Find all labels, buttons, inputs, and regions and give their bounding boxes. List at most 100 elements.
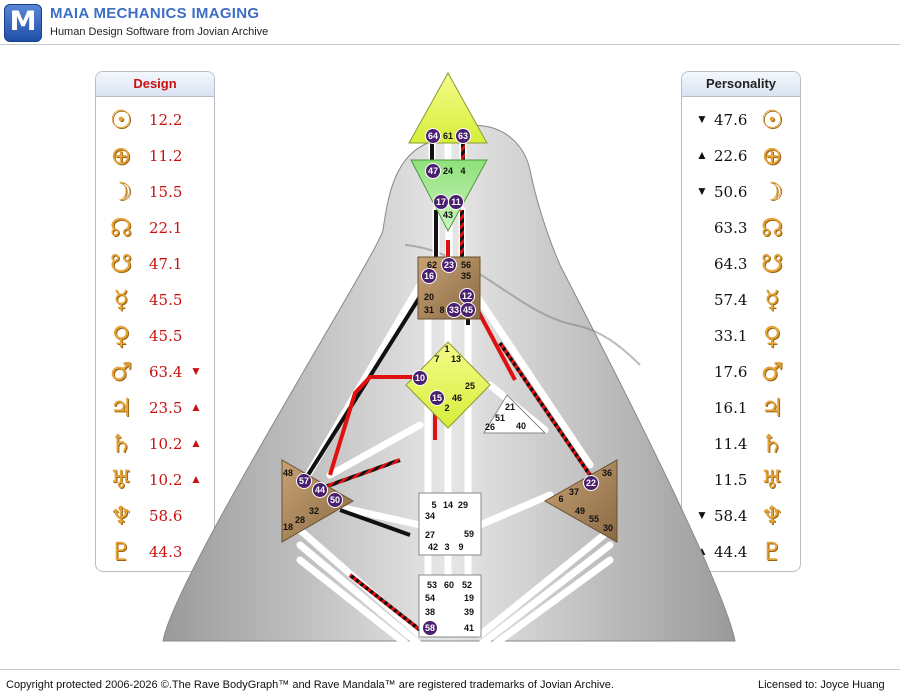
design-row: ♅ 10.2 ▲: [96, 463, 214, 499]
gate-35: 35: [461, 271, 471, 281]
design-value: 12.2: [149, 111, 183, 129]
gate-19: 19: [464, 593, 474, 603]
personality-value: 50.6: [714, 183, 748, 201]
gate-24: 24: [443, 166, 453, 176]
gate-7: 7: [434, 354, 439, 364]
gate-31: 31: [424, 305, 434, 315]
design-value: 22.1: [149, 219, 183, 237]
gate-32: 32: [309, 506, 319, 516]
gate-56: 56: [461, 260, 471, 270]
personality-row: ♅ 11.5: [682, 463, 800, 499]
earth-icon: ⊕: [110, 141, 132, 170]
personality-value: 47.6: [714, 111, 748, 129]
app-title: MAIA MECHANICS IMAGING: [50, 5, 260, 22]
gate-50: 50: [330, 495, 340, 505]
neptune-icon: ♆: [760, 501, 784, 530]
design-value: 45.5: [149, 291, 183, 309]
gate-37: 37: [569, 487, 579, 497]
personality-row: ⊕22.6▲: [682, 139, 800, 175]
design-panel-title: Design: [96, 72, 214, 97]
active-gate-marker: [455, 128, 471, 144]
moon-icon: ☽: [760, 177, 784, 206]
personality-value: 44.4: [714, 543, 748, 561]
gate-53: 53: [427, 580, 437, 590]
saturn-icon: ♄: [109, 429, 133, 458]
detriment-arrow-icon: ▼: [190, 364, 202, 378]
license-text: Licensed to: Joyce Huang: [758, 679, 885, 691]
venus-icon: ♀: [762, 321, 782, 350]
exalted-arrow-icon: ▲: [190, 472, 202, 486]
personality-row: ♇ 44.4 ▲: [682, 535, 800, 571]
head-center: [408, 71, 488, 144]
gate-2: 2: [444, 403, 449, 413]
gate-1: 1: [444, 344, 449, 354]
personality-panel: Personality ☉47.6▼⊕22.6▲☽50.6▼☊63.3☋64.3…: [681, 71, 801, 572]
active-gate-marker: [412, 370, 428, 386]
footer: Copyright protected 2006-2026 ©.The Rave…: [0, 669, 900, 700]
gate-48: 48: [283, 468, 293, 478]
gate-34: 34: [425, 511, 435, 521]
north-node-icon: ☊: [760, 213, 784, 242]
gate-11: 11: [451, 197, 461, 207]
personality-value: 11.4: [714, 435, 748, 453]
detriment-arrow-icon: ▼: [696, 112, 708, 126]
design-row: ♆ 58.6: [96, 499, 214, 535]
design-row: ♇ 44.3: [96, 535, 214, 571]
exalted-arrow-icon: ▲: [696, 544, 708, 558]
personality-row: ♃16.1: [682, 391, 800, 427]
personality-row: ♆ 58.4 ▼: [682, 499, 800, 535]
pluto-icon: ♇: [760, 537, 784, 566]
pluto-icon: ♇: [109, 537, 133, 566]
gate-38: 38: [425, 607, 435, 617]
exalted-arrow-icon: ▲: [696, 148, 708, 162]
personality-row: ♄11.4: [682, 427, 800, 463]
gate-63: 63: [458, 131, 468, 141]
design-value: 10.2: [149, 471, 183, 489]
south-node-icon: ☋: [109, 249, 133, 278]
active-gate-marker: [448, 194, 464, 210]
personality-row: ☿57.4: [682, 283, 800, 319]
design-row: ☊22.1: [96, 211, 214, 247]
gate-3: 3: [444, 542, 449, 552]
design-row: ☽15.5: [96, 175, 214, 211]
personality-row: ♀33.1: [682, 319, 800, 355]
active-gate-marker: [441, 257, 457, 273]
gate-13: 13: [451, 354, 461, 364]
gate-33: 33: [449, 305, 459, 315]
personality-value: 11.5: [714, 471, 748, 489]
active-gate-marker: [583, 475, 599, 491]
gate-62: 62: [427, 260, 437, 270]
sacral-center: [418, 492, 482, 556]
app-subtitle: Human Design Software from Jovian Archiv…: [50, 26, 269, 38]
personality-value: 58.4: [714, 507, 748, 525]
detriment-arrow-icon: ▼: [696, 508, 708, 522]
mercury-icon: ☿: [764, 285, 780, 314]
gate-64: 64: [428, 131, 438, 141]
personality-row: ☋64.3: [682, 247, 800, 283]
design-value: 11.2: [149, 147, 183, 165]
personality-row: ☽50.6▼: [682, 175, 800, 211]
design-value: 58.6: [149, 507, 183, 525]
design-row: ☿45.5: [96, 283, 214, 319]
active-gate-marker: [312, 482, 328, 498]
gate-59: 59: [464, 529, 474, 539]
personality-panel-title: Personality: [682, 72, 800, 97]
active-gate-marker: [460, 302, 476, 318]
active-gate-marker: [425, 163, 441, 179]
uranus-icon: ♅: [109, 465, 133, 494]
design-value: 44.3: [149, 543, 183, 561]
gate-23: 23: [444, 260, 454, 270]
neptune-icon: ♆: [109, 501, 133, 530]
gate-14: 14: [443, 500, 453, 510]
sun-icon: ☉: [760, 105, 784, 134]
app-header: M MAIA MECHANICS IMAGING Human Design So…: [0, 0, 900, 45]
uranus-icon: ♅: [760, 465, 784, 494]
gate-54: 54: [425, 593, 435, 603]
gate-26: 26: [485, 422, 495, 432]
gate-5: 5: [431, 500, 436, 510]
gate-20: 20: [424, 292, 434, 302]
south-node-icon: ☋: [760, 249, 784, 278]
gate-58: 58: [425, 623, 435, 633]
gate-61: 61: [443, 131, 453, 141]
